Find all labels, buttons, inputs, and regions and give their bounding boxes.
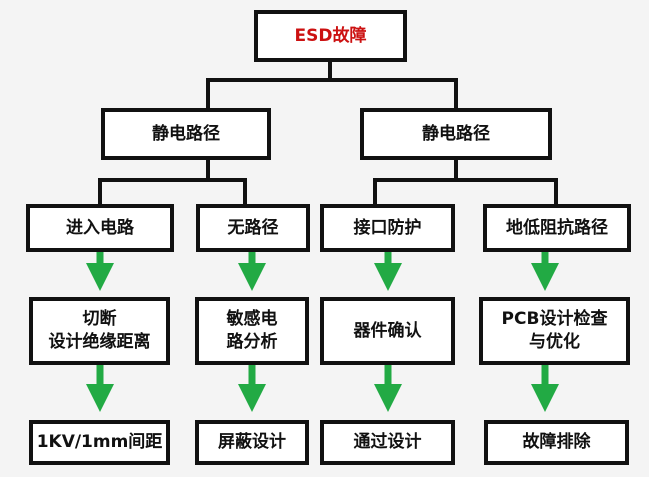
low-impedance-path-node: 地低阻抗路径 [483, 204, 631, 252]
static-path-node-left: 静电路径 [101, 108, 271, 160]
interface-protection-node: 接口防护 [320, 204, 455, 252]
bracket-left [98, 158, 247, 204]
troubleshooting-node: 故障排除 [484, 420, 629, 465]
no-path-node: 无路径 [196, 204, 310, 252]
bracket-root [206, 60, 458, 108]
sensitive-circuit-node: 敏感电 路分析 [195, 297, 309, 365]
pcb-check-node: PCB设计检查 与优化 [479, 297, 630, 365]
enter-circuit-node: 进入电路 [26, 204, 174, 252]
shield-design-node: 屏蔽设计 [195, 420, 309, 465]
bracket-right [373, 158, 558, 204]
via-design-node: 通过设计 [320, 420, 455, 465]
static-path-node-right: 静电路径 [360, 108, 552, 160]
cut-off-node: 切断 设计绝缘距离 [29, 297, 170, 365]
component-check-node: 器件确认 [320, 297, 455, 365]
spacing-node: 1KV/1mm间距 [29, 420, 170, 465]
root-node: ESD故障 [254, 10, 407, 62]
